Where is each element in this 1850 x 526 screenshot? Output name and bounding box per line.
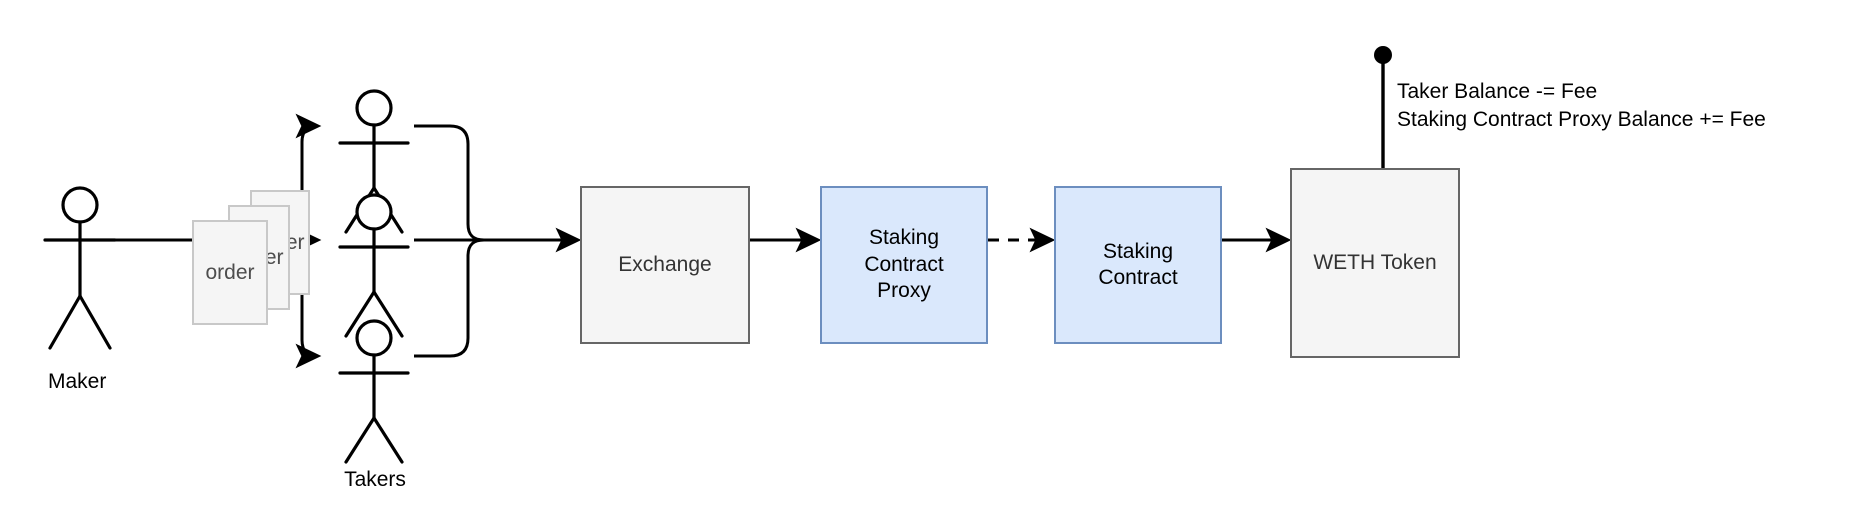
node-weth-token[interactable]: WETH Token — [1290, 168, 1460, 358]
maker-stick-figure-icon — [43, 186, 117, 350]
node-weth-token-label: WETH Token — [1313, 250, 1437, 274]
node-staking-contract[interactable]: Staking Contract — [1054, 186, 1222, 344]
node-staking-contract-label-line2: Contract — [1098, 266, 1178, 289]
order-card-label-front: order — [205, 260, 255, 284]
node-staking-contract-label-line1: Staking — [1102, 239, 1174, 263]
node-exchange-label: Exchange — [618, 252, 712, 276]
taker-2-stick-figure-icon — [338, 193, 410, 338]
node-proxy-label-line1: Staking — [868, 226, 940, 250]
taker-3-stick-figure-icon — [338, 319, 410, 464]
edge-takers-to-exchange — [414, 124, 582, 358]
node-staking-contract-proxy[interactable]: Staking Contract Proxy — [820, 186, 988, 344]
order-card-front: order — [192, 220, 268, 325]
node-proxy-label-line3: Proxy — [877, 279, 931, 303]
node-exchange[interactable]: Exchange — [580, 186, 750, 344]
annotation-connector-line — [1374, 46, 1392, 168]
takers-label: Takers — [344, 468, 406, 491]
annotation-line-2: Staking Contract Proxy Balance += Fee — [1397, 107, 1766, 131]
node-proxy-label-line2: Contract — [864, 252, 944, 276]
weth-balance-annotation: Taker Balance -= Fee Staking Contract Pr… — [1397, 78, 1766, 134]
annotation-line-1: Taker Balance -= Fee — [1397, 80, 1598, 103]
maker-label: Maker — [48, 370, 107, 393]
